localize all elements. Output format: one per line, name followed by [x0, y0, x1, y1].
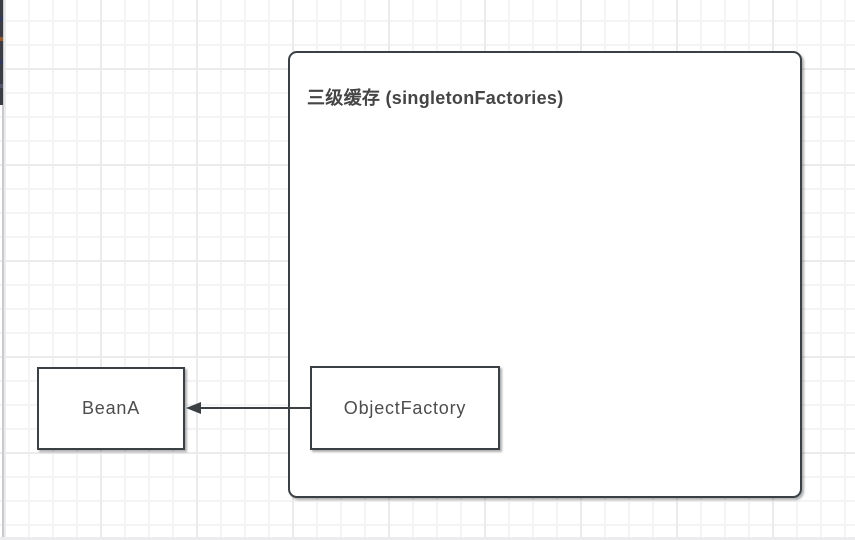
panel-edge-speck	[0, 37, 3, 41]
panel-edge-speck	[0, 60, 3, 64]
canvas-left-edge-line	[2, 0, 4, 540]
canvas-bottom-edge	[0, 537, 855, 540]
node-beana-label: BeanA	[81, 398, 141, 418]
panel-edge-speck	[0, 17, 3, 21]
container-title: 三级缓存 (singletonFactories)	[307, 88, 564, 108]
node-beana[interactable]: BeanA	[37, 367, 185, 450]
node-objectfactory[interactable]: ObjectFactory	[310, 366, 500, 450]
panel-edge-speck	[0, 84, 3, 88]
edge-objectfactory-to-beana[interactable]	[199, 407, 310, 409]
edge-arrowhead-icon	[186, 402, 201, 414]
collapsed-panel-edge	[0, 0, 3, 105]
node-objectfactory-label: ObjectFactory	[343, 397, 467, 418]
